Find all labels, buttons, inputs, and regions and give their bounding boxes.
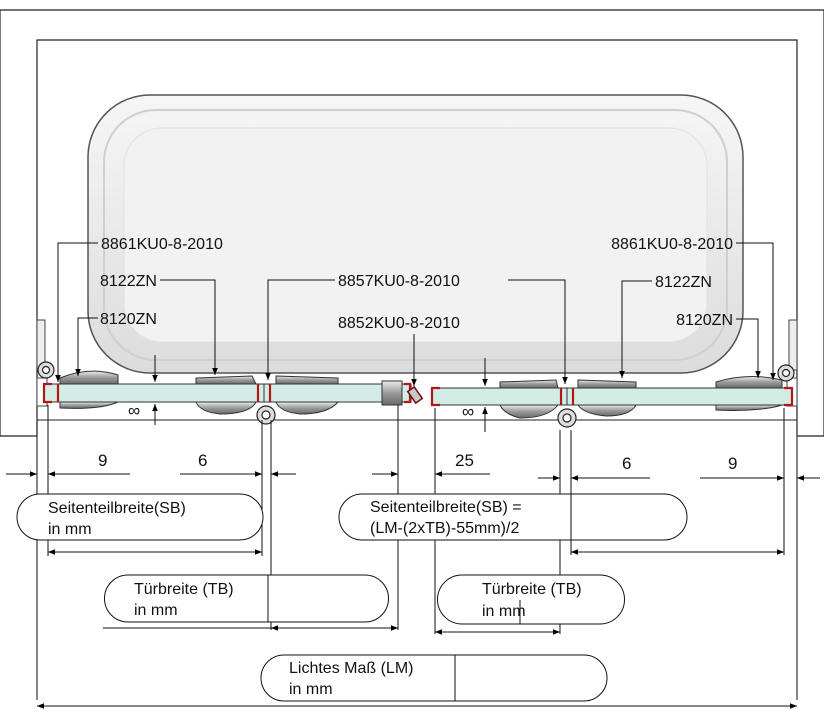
dim-right-edge: 9 [728,454,737,473]
dimension-arrows [6,471,820,481]
glass-side-panel-left [43,383,265,403]
label-left-hinge: 8861KU0-8-2010 [101,236,223,253]
field-clear-width-line2: in mm [289,681,333,698]
field-clear-width[interactable]: Lichtes Maß (LM) in mm [260,654,608,702]
leader-lines [55,242,776,386]
glass-door-right [431,387,568,406]
part-labels: 8861KU0-8-2010 8122ZN 8120ZN 8857KU0-8-2… [100,236,733,332]
field-clear-width-line1: Lichtes Maß (LM) [289,660,413,677]
bathtub [87,94,744,374]
field-side-panel-right-line2: (LM-(2xTB)-55mm)/2 [370,520,519,537]
field-side-panel-left-line1: Seitenteilbreite(SB) [48,500,186,517]
label-center-hinge: 8857KU0-8-2010 [338,273,460,290]
dim-right-hinge-gap: 6 [622,454,631,473]
label-left-clip: 8122ZN [100,273,157,290]
field-door-left-line2: in mm [134,602,178,619]
gap-symbol-left: ∞ [128,401,140,420]
label-right-hinge: 8861KU0-8-2010 [611,236,733,253]
field-door-left-line1: Türbreite (TB) [134,581,234,598]
dim-left-edge: 9 [98,451,107,470]
small-dimension-leaders [76,473,760,479]
label-left-wall-bracket: 8120ZN [100,311,157,328]
pivot-hinges [37,361,795,428]
field-door-left[interactable]: Türbreite (TB) in mm [104,574,389,623]
field-door-right-line1: Türbreite (TB) [482,581,582,598]
field-side-panel-right[interactable]: Seitenteilbreite(SB) = (LM-(2xTB)-55mm)/… [338,493,688,541]
field-door-right-line2: in mm [482,603,526,620]
gap-symbol-right: ∞ [462,402,474,421]
label-right-clip: 8122ZN [655,274,712,291]
field-side-panel-left-line2: in mm [48,521,92,538]
label-center-connector: 8852KU0-8-2010 [338,315,460,332]
gap-indicators [152,355,488,432]
fittings [59,370,783,419]
glass-side-panel-right [566,387,793,406]
dim-left-hinge-gap: 6 [198,451,207,470]
label-right-wall-bracket: 8120ZN [676,312,733,329]
glass-panels [43,383,793,406]
dim-center-gap: 25 [455,451,474,470]
field-side-panel-left[interactable]: Seitenteilbreite(SB) in mm [16,493,264,541]
field-door-right[interactable]: Türbreite (TB) in mm [437,574,625,625]
center-connector-detail [406,385,424,405]
field-side-panel-right-line1: Seitenteilbreite(SB) = [370,499,522,516]
wall-outline [0,9,824,437]
